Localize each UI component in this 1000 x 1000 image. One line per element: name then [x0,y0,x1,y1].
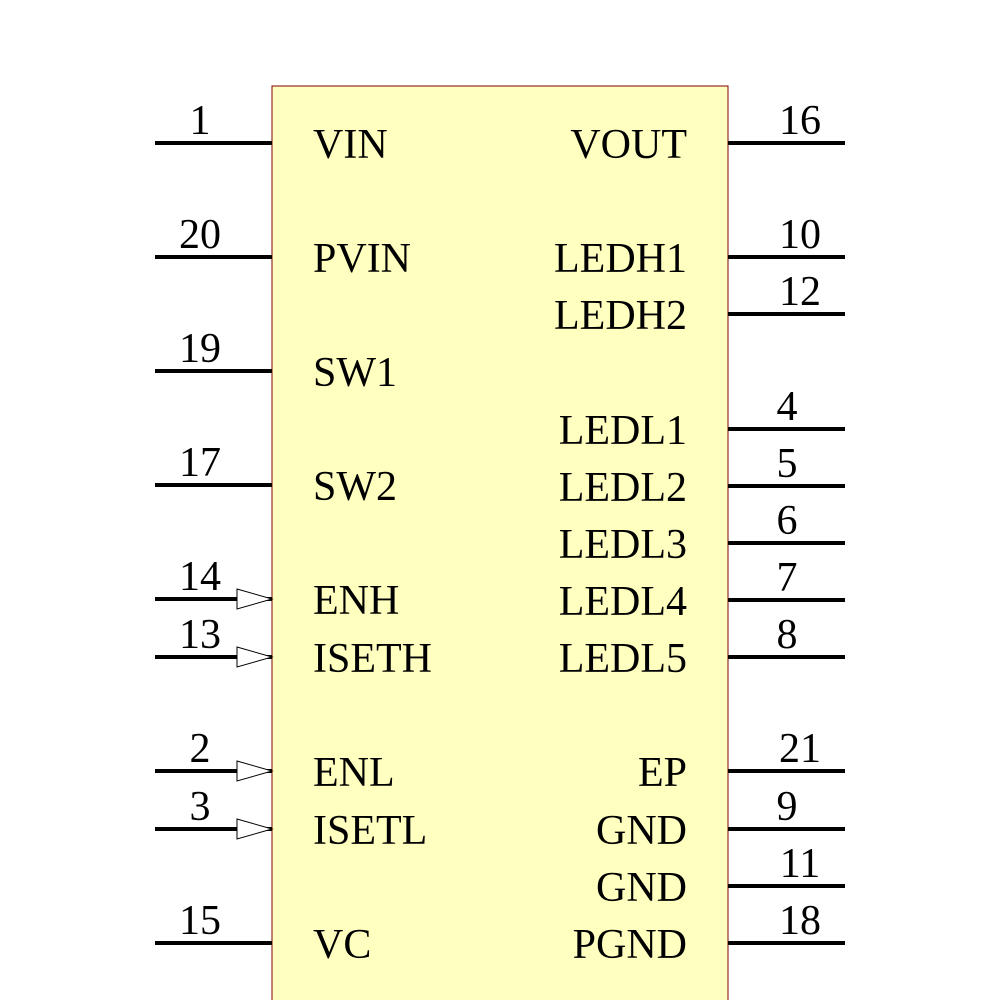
pin-number: 17 [179,440,221,486]
pin-number: 4 [777,384,798,430]
component-body [271,85,729,1000]
pin-number: 7 [777,555,798,601]
pin-name: VIN [313,122,388,168]
input-arrow-icon [236,588,274,610]
pin-name: LEDH1 [554,236,687,282]
pin-number: 8 [777,612,798,658]
pin-number: 14 [179,554,221,600]
pin-name: VC [313,922,371,968]
pin-name: SW2 [313,464,397,510]
input-arrow-icon [236,760,274,782]
pin-number: 2 [190,726,211,772]
pin-name: ENH [313,578,399,624]
pin-name: PGND [573,922,687,968]
pin-name: EP [638,750,687,796]
pin-number: 11 [780,841,820,887]
input-arrow-icon [236,818,274,840]
pin-number: 18 [779,898,821,944]
pin-number: 19 [179,326,221,372]
pin-number: 3 [190,784,211,830]
pin-name: VOUT [570,122,687,168]
left-pins: 1VIN20PVIN19SW117SW214ENH13ISETH2ENL3ISE… [155,98,432,968]
pin-name: PVIN [313,236,411,282]
pin-number: 6 [777,498,798,544]
pin-number: 20 [179,212,221,258]
pin-name: LEDL2 [559,465,687,511]
pin-name: ISETH [313,636,432,682]
pin-name: ENL [313,750,395,796]
pin-number: 9 [777,784,798,830]
pin-number: 1 [190,98,211,144]
pin-number: 12 [779,269,821,315]
pin-name: LEDL4 [559,579,687,625]
pin-number: 21 [779,726,821,772]
pin-name: GND [596,865,687,911]
pin-number: 5 [777,441,798,487]
pin-name: LEDL1 [559,408,687,454]
pin-number: 15 [179,898,221,944]
right-pins: 16VOUT10LEDH112LEDH24LEDL15LEDL26LEDL37L… [554,98,845,968]
pin-name: LEDL5 [559,636,687,682]
pin-number: 16 [779,98,821,144]
pin-number: 13 [179,612,221,658]
pin-name: GND [596,808,687,854]
pin-name: LEDL3 [559,522,687,568]
input-arrow-icon [236,646,274,668]
pin-name: LEDH2 [554,293,687,339]
pin-number: 10 [779,212,821,258]
pin-name: ISETL [313,808,427,854]
pin-name: SW1 [313,350,397,396]
